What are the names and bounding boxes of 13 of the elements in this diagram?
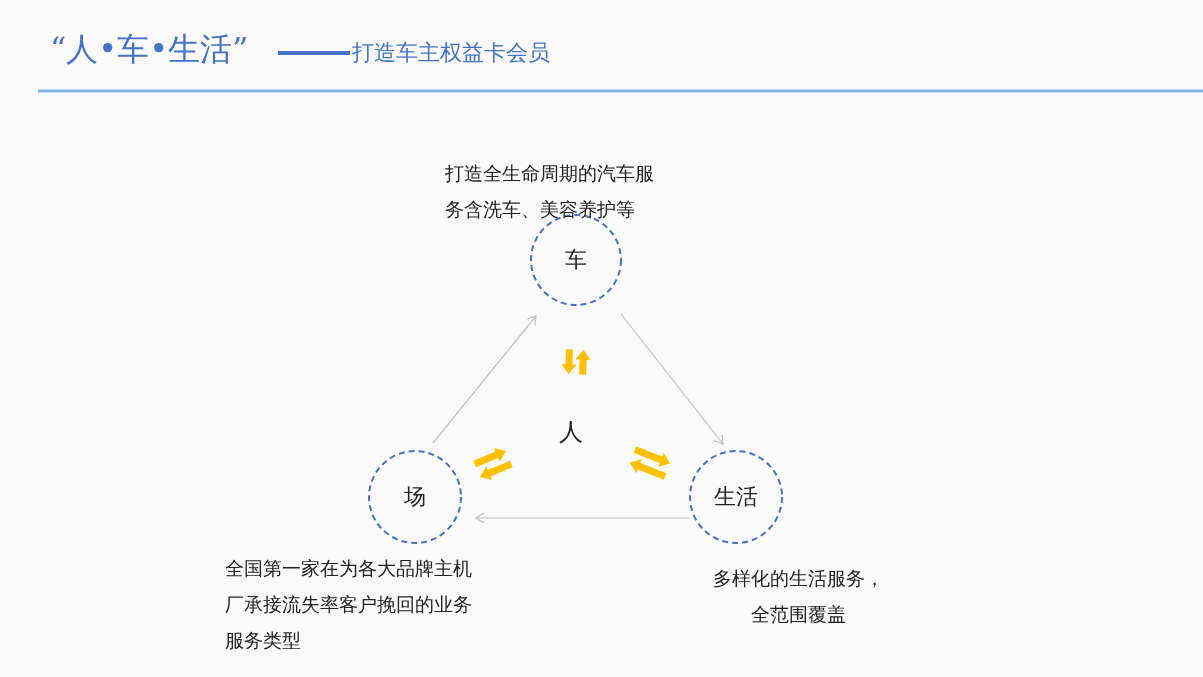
double-arrow	[629, 446, 671, 480]
description: 全国第一家在为各大品牌主机厂承接流失率客户挽回的业务服务类型	[225, 556, 473, 653]
subtitle: 打造车主权益卡会员	[352, 39, 550, 67]
center-label: 人	[559, 416, 583, 448]
circle-node: 场	[368, 450, 462, 544]
arrow	[620, 313, 724, 445]
arrow	[432, 315, 537, 444]
circle-node: 生活	[689, 450, 783, 544]
description: 多样化的生活服务，全范围覆盖	[712, 566, 884, 627]
title: “人•车•生活”	[50, 29, 249, 70]
double-arrow	[561, 349, 591, 375]
double-arrow	[473, 447, 513, 481]
arrow	[475, 512, 691, 524]
